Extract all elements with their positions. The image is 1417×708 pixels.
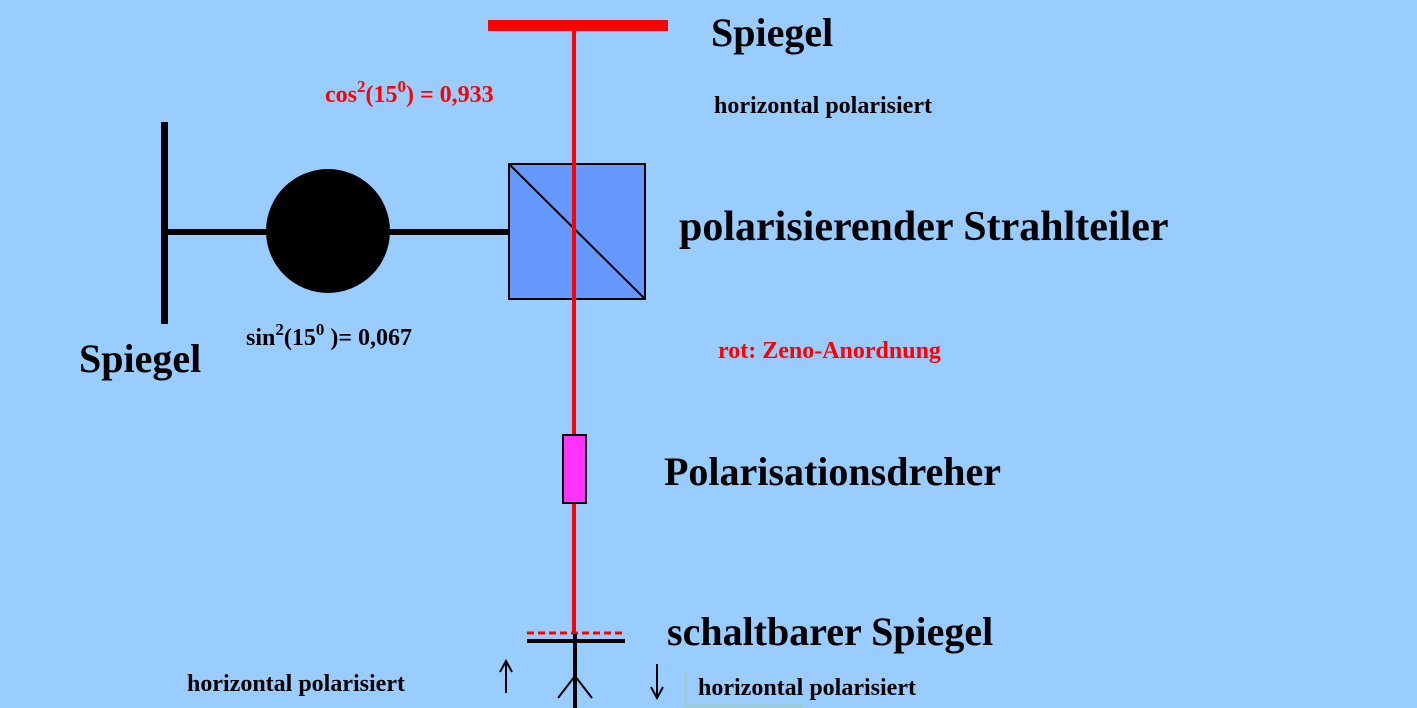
cos-angle: (15 <box>366 82 398 108</box>
faint-marker <box>684 672 803 708</box>
sin-value: )= 0,067 <box>324 325 412 351</box>
stem-leg-left <box>557 675 576 699</box>
bottom-right-polarization-label: horizontal polarisiert <box>698 675 916 701</box>
sin-exponent: 2 <box>275 320 284 339</box>
stem-leg-right <box>574 675 593 699</box>
splitter-diagonal <box>508 163 646 300</box>
top-mirror-label: Spiegel <box>711 10 833 55</box>
bottom-left-polarization-label: horizontal polarisiert <box>187 671 405 697</box>
top-polarization-label: horizontal polarisiert <box>714 93 932 119</box>
red-beam <box>572 28 576 634</box>
sin-angle: (15 <box>284 325 316 351</box>
left-mirror-label: Spiegel <box>79 336 201 381</box>
left-mirror <box>161 122 168 324</box>
cos-exponent: 2 <box>357 77 366 96</box>
sin-formula: sin2(150 )= 0,067 <box>246 320 412 351</box>
sin-fn: sin <box>246 325 275 351</box>
top-mirror <box>488 20 668 31</box>
mirror-stem <box>573 634 577 708</box>
beam-splitter-label: polarisierender Strahlteiler <box>679 204 1169 250</box>
polarization-rotator <box>562 434 587 504</box>
cos-degree: 0 <box>398 77 407 96</box>
cos-fn: cos <box>325 82 357 108</box>
black-sphere <box>266 169 390 293</box>
rotator-label: Polarisationsdreher <box>664 449 1001 494</box>
down-arrow-icon <box>650 664 664 701</box>
cos-value: ) = 0,933 <box>406 82 494 108</box>
sin-degree: 0 <box>316 320 325 339</box>
legend-red-label: rot: Zeno-Anordnung <box>718 338 941 364</box>
up-arrow-icon <box>499 658 513 693</box>
switchable-mirror-label: schaltbarer Spiegel <box>667 609 993 654</box>
cos-formula: cos2(150) = 0,933 <box>325 77 494 108</box>
